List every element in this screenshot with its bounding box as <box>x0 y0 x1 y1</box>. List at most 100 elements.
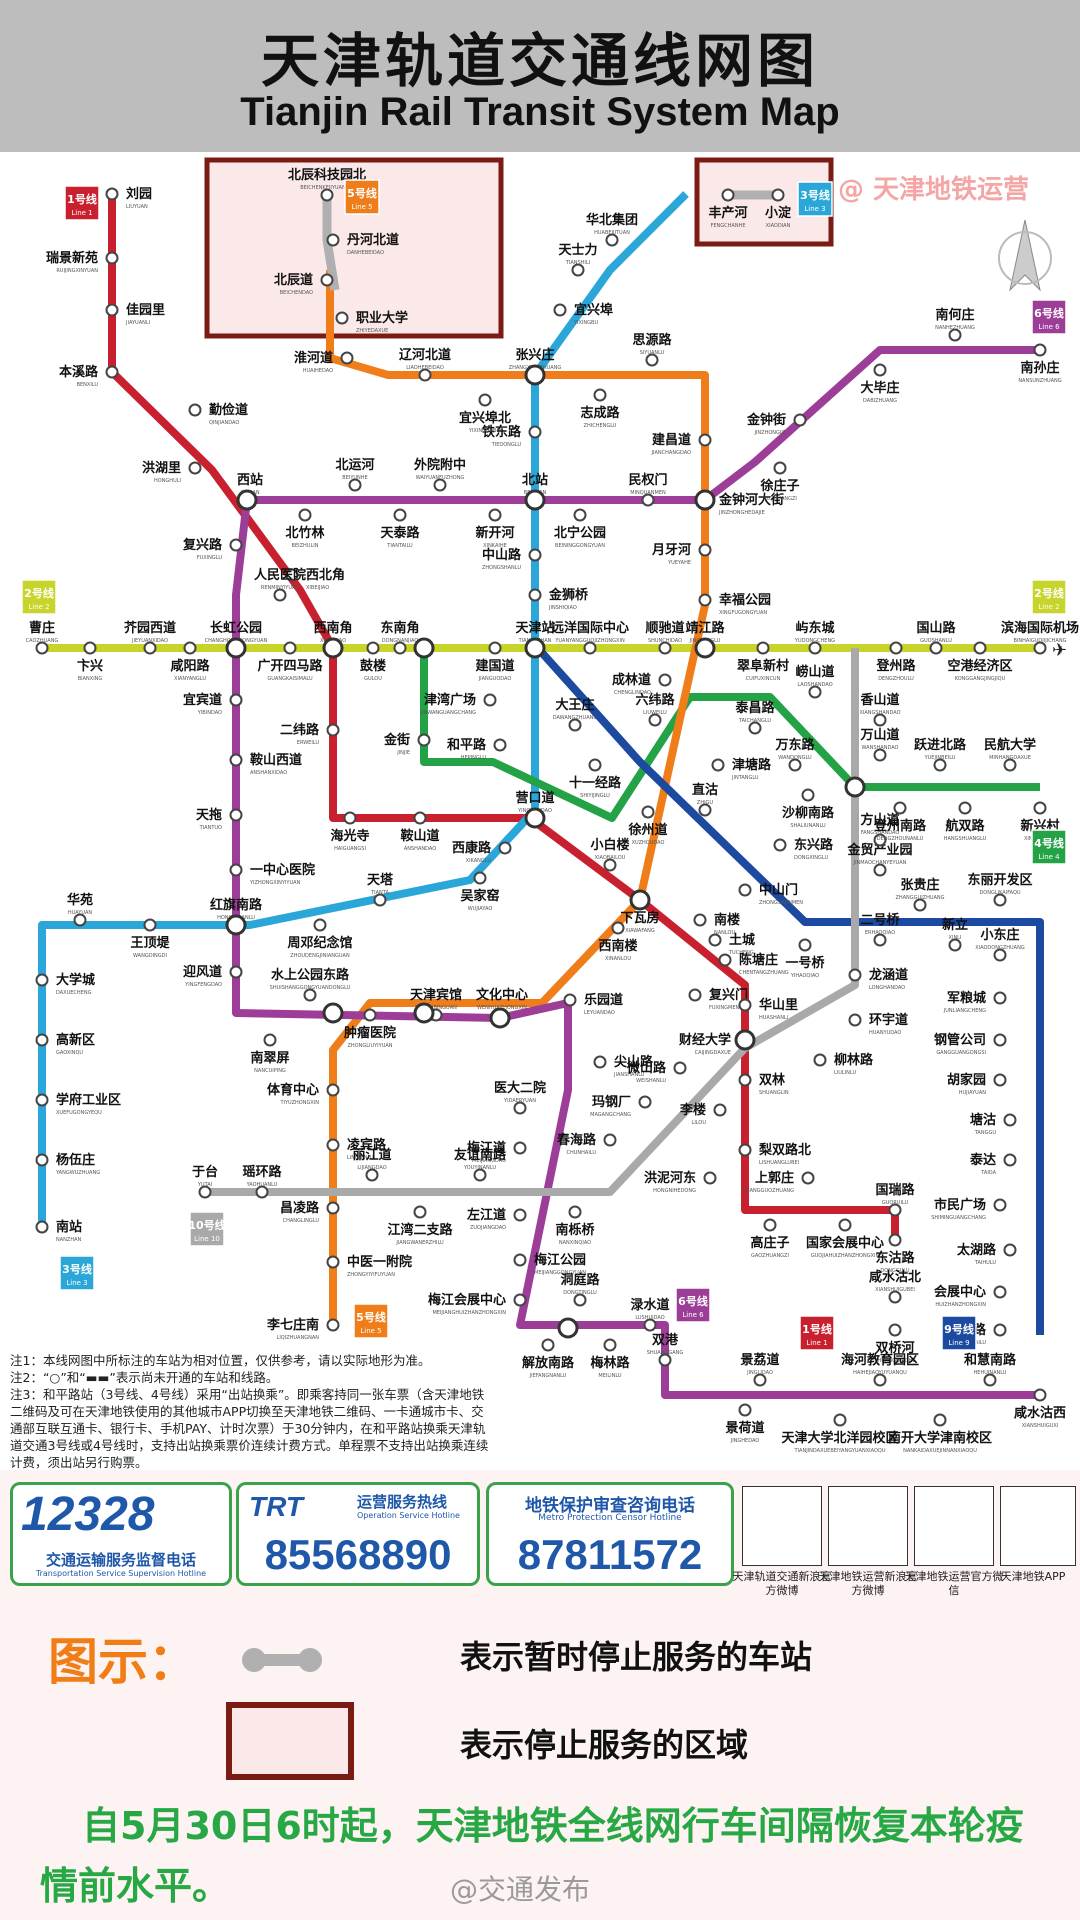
interchange-marker[interactable] <box>413 637 435 659</box>
interchange-marker[interactable] <box>489 1007 511 1029</box>
interchange-marker[interactable] <box>322 1002 344 1024</box>
interchange-marker[interactable] <box>322 637 344 659</box>
qr-code-2[interactable] <box>828 1486 908 1566</box>
interchange-marker[interactable] <box>413 1002 435 1024</box>
interchange-marker[interactable] <box>524 489 546 511</box>
interchange-marker[interactable] <box>557 1317 579 1339</box>
hotline-operation-number[interactable]: 85568890 <box>264 1531 452 1578</box>
hotline-protection-number[interactable]: 87811572 <box>517 1531 703 1578</box>
interchange-marker[interactable] <box>225 637 247 659</box>
interchange-marker[interactable] <box>524 637 546 659</box>
interchange-marker[interactable] <box>734 1029 756 1051</box>
interchange-marker[interactable] <box>225 914 247 936</box>
